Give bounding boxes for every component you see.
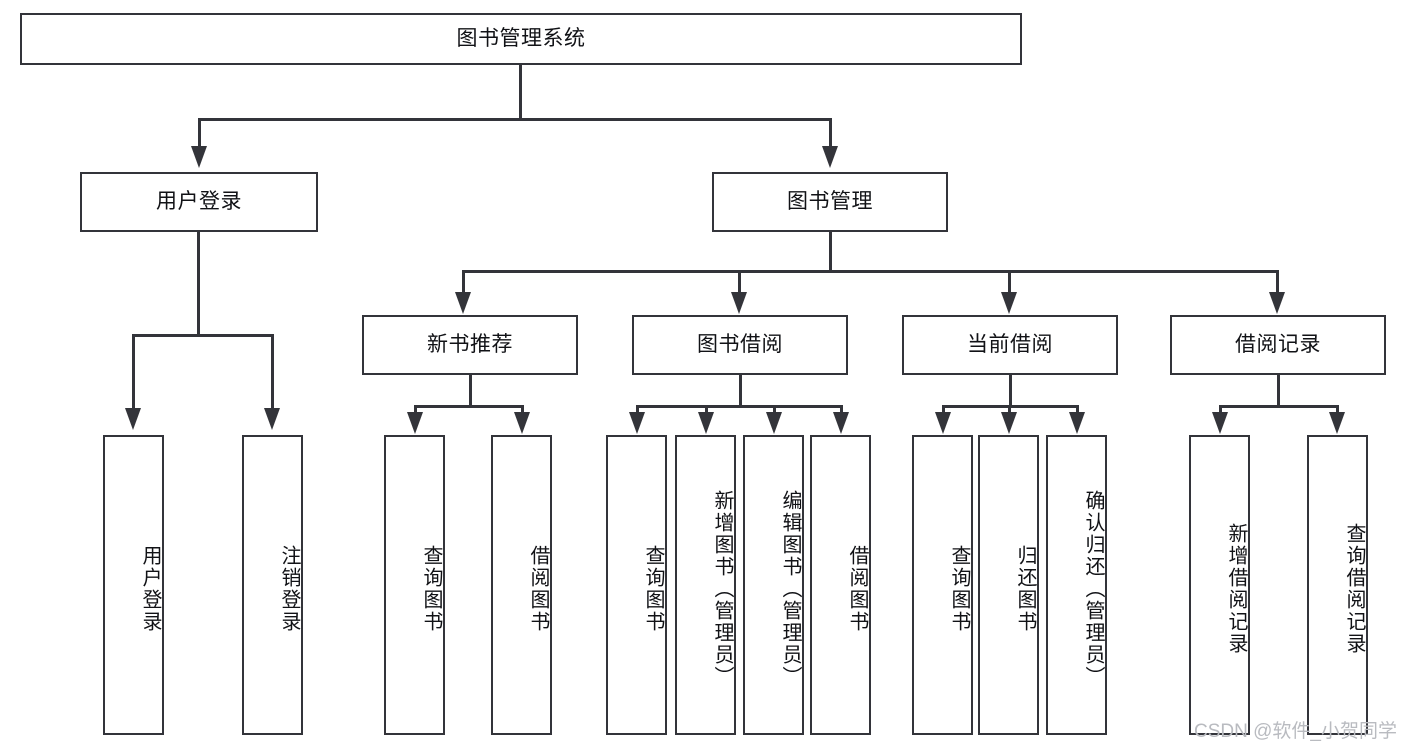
node-book-management[interactable]: 图书管理 [712,172,948,232]
connector-book-borrow-to-leaf-2 [705,405,708,417]
node-label: 查询图书 [642,545,664,633]
arrowhead-book-mgmt-records [1269,292,1285,314]
connector-user-login-to-leaf-1 [132,334,135,410]
connector-book-borrow-to-leaf-1 [636,405,639,417]
connector-book-borrow-to-leaf-3 [773,405,776,417]
leaf-current-borrow-query[interactable]: 查询图书 [912,435,973,735]
node-label: 查询图书 [420,545,442,633]
leaf-book-borrow-add[interactable]: 新增图书（管理员） [675,435,736,735]
connector-book-mgmt-bus [462,270,1279,273]
connector-current-borrow-to-leaf-2 [1008,405,1011,417]
node-label: 编辑图书（管理员） [779,490,801,688]
arrowhead-current-borrow-leaf-3 [1069,412,1085,434]
leaf-new-book-borrow[interactable]: 借阅图书 [491,435,552,735]
arrowhead-current-borrow-leaf-1 [935,412,951,434]
leaf-book-borrow-query[interactable]: 查询图书 [606,435,667,735]
arrowhead-root-to-book-mgmt [822,146,838,168]
connector-book-borrow-stem [739,375,742,407]
connector-book-borrow-bus [636,405,842,408]
leaf-new-book-query[interactable]: 查询图书 [384,435,445,735]
connector-root-to-user-login [198,118,201,148]
arrowhead-book-mgmt-borrow [731,292,747,314]
node-label: 新增图书（管理员） [711,490,733,688]
connector-user-login-stem [197,232,200,336]
node-book-borrow[interactable]: 图书借阅 [632,315,848,375]
arrowhead-book-mgmt-current [1001,292,1017,314]
arrowhead-book-borrow-leaf-4 [833,412,849,434]
connector-new-book-stem [469,375,472,407]
connector-book-mgmt-to-borrow [738,270,741,294]
node-root-system[interactable]: 图书管理系统 [20,13,1022,65]
connector-borrow-records-stem [1277,375,1280,407]
node-user-login[interactable]: 用户登录 [80,172,318,232]
node-label: 注销登录 [278,545,300,633]
node-label: 借阅图书 [846,545,868,633]
node-label: 借阅记录 [1235,333,1321,357]
connector-root-to-book-mgmt [829,118,832,148]
arrowhead-book-borrow-leaf-3 [766,412,782,434]
connector-borrow-records-bus [1219,405,1338,408]
connector-new-book-to-leaf-1 [414,405,417,417]
node-label: 查询借阅记录 [1343,523,1365,655]
connector-user-login-to-leaf-2 [271,334,274,410]
leaf-user-login-logout[interactable]: 注销登录 [242,435,303,735]
arrowhead-book-borrow-leaf-2 [698,412,714,434]
arrowhead-root-to-user-login [191,146,207,168]
connector-book-borrow-to-leaf-4 [840,405,843,417]
leaf-current-borrow-confirm-return[interactable]: 确认归还（管理员） [1046,435,1107,735]
connector-user-login-bus [132,334,274,337]
node-label: 图书借阅 [697,333,783,357]
leaf-book-borrow-edit[interactable]: 编辑图书（管理员） [743,435,804,735]
leaf-book-borrow-borrow[interactable]: 借阅图书 [810,435,871,735]
connector-book-mgmt-to-current [1008,270,1011,294]
connector-book-mgmt-to-records [1276,270,1279,294]
arrowhead-borrow-records-leaf-2 [1329,412,1345,434]
connector-root-bus [198,118,832,121]
node-label: 新增借阅记录 [1225,523,1247,655]
node-label: 当前借阅 [967,333,1053,357]
connector-new-book-to-leaf-2 [521,405,524,417]
node-borrow-records[interactable]: 借阅记录 [1170,315,1386,375]
node-current-borrow[interactable]: 当前借阅 [902,315,1118,375]
arrowhead-user-login-leaf-2 [264,408,280,430]
node-label: 归还图书 [1014,545,1036,633]
node-label: 新书推荐 [427,333,513,357]
leaf-user-login-login[interactable]: 用户登录 [103,435,164,735]
connector-borrow-records-to-leaf-1 [1219,405,1222,417]
connector-root-stem [519,65,522,118]
connector-new-book-bus [414,405,524,408]
arrowhead-new-book-leaf-2 [514,412,530,434]
node-label: 用户登录 [156,190,242,214]
connector-current-borrow-stem [1009,375,1012,407]
node-new-book-recommend[interactable]: 新书推荐 [362,315,578,375]
arrowhead-book-borrow-leaf-1 [629,412,645,434]
arrowhead-current-borrow-leaf-2 [1001,412,1017,434]
leaf-borrow-records-add[interactable]: 新增借阅记录 [1189,435,1250,735]
arrowhead-new-book-leaf-1 [407,412,423,434]
node-label: 确认归还（管理员） [1082,490,1104,688]
connector-book-mgmt-to-new-book [462,270,465,294]
connector-current-borrow-to-leaf-3 [1076,405,1079,417]
node-label: 图书管理 [787,190,873,214]
connector-borrow-records-to-leaf-2 [1336,405,1339,417]
arrowhead-book-mgmt-new-book [455,292,471,314]
leaf-current-borrow-return[interactable]: 归还图书 [978,435,1039,735]
node-label: 查询图书 [948,545,970,633]
arrowhead-borrow-records-leaf-1 [1212,412,1228,434]
connector-book-mgmt-stem [829,232,832,272]
node-label: 图书管理系统 [456,27,586,51]
connector-current-borrow-to-leaf-1 [942,405,945,417]
leaf-borrow-records-query[interactable]: 查询借阅记录 [1307,435,1368,735]
node-label: 借阅图书 [527,545,549,633]
arrowhead-user-login-leaf-1 [125,408,141,430]
node-label: 用户登录 [139,545,161,633]
